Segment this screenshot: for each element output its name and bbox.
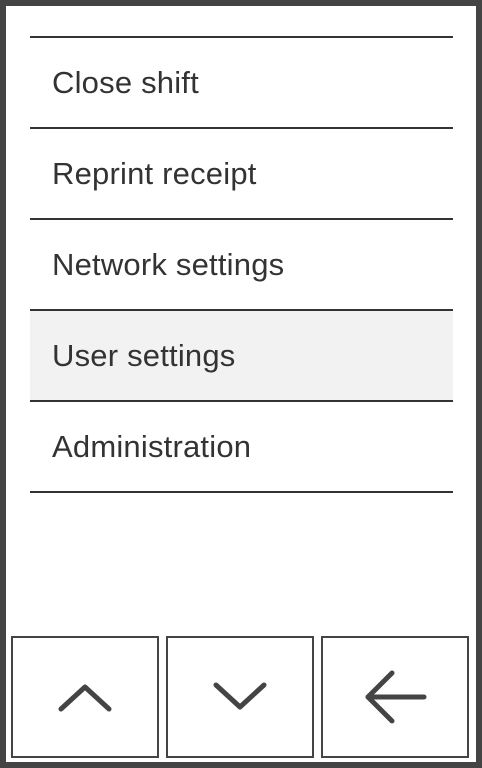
back-button[interactable] [321,636,469,758]
menu-item-user-settings[interactable]: User settings [30,311,453,402]
scroll-up-button[interactable] [11,636,159,758]
menu-item-label: Administration [52,428,252,464]
scroll-down-button[interactable] [166,636,314,758]
chevron-down-icon [213,682,267,710]
screen: Close shift Reprint receipt Network sett… [6,6,476,762]
menu-item-label: Close shift [52,64,199,100]
menu-item-network-settings[interactable]: Network settings [30,220,453,311]
menu-item-administration[interactable]: Administration [30,402,453,493]
chevron-up-icon [58,684,112,712]
menu-item-close-shift[interactable]: Close shift [30,38,453,129]
menu-item-reprint-receipt[interactable]: Reprint receipt [30,129,453,220]
arrow-left-icon [365,670,427,724]
navigation-bar [11,636,471,758]
menu-item-label: Network settings [52,246,285,282]
menu-item-label: Reprint receipt [52,155,257,191]
menu-item-label: User settings [52,337,236,373]
settings-menu: Close shift Reprint receipt Network sett… [30,36,453,493]
